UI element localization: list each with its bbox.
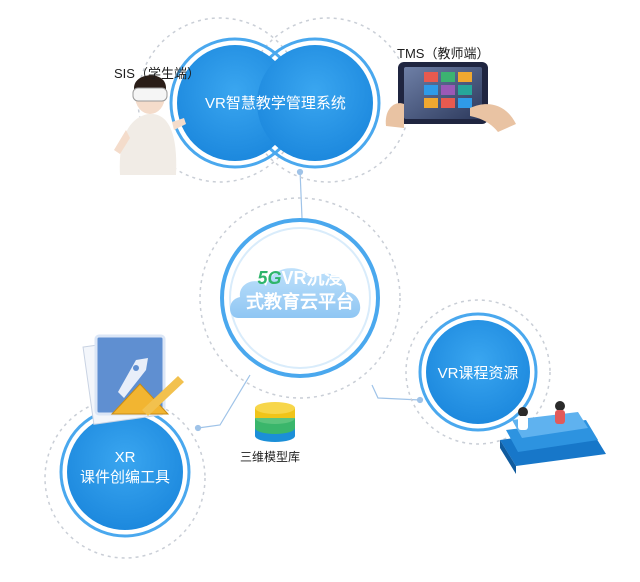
tms-label: TMS（教师端）: [397, 46, 490, 61]
tablet-app-tiles: [424, 72, 472, 108]
cloud-icon: [230, 268, 361, 318]
top-system-label: VR智慧教学管理系统: [205, 95, 346, 112]
connector-left-dot: [194, 424, 202, 432]
person-icon: [555, 401, 565, 411]
model-library-label: 三维模型库: [240, 450, 301, 464]
connector-top: [299, 169, 303, 219]
xr-design-tool-illustration: [82, 334, 184, 425]
vr-resources-label: VR课程资源: [437, 365, 519, 382]
teacher-tablet-illustration: [385, 62, 516, 132]
xr-tool-label: XR 课件创编工具: [65, 448, 185, 488]
5g-badge: 5G: [257, 268, 282, 288]
person-icon: [518, 407, 528, 417]
connector-lines: [194, 168, 424, 432]
connector-right-dot: [416, 396, 424, 404]
right-hand-icon: [470, 104, 516, 132]
vr-resources-node[interactable]: [405, 299, 551, 445]
sis-label: SIS（学生端）: [114, 66, 200, 81]
connector-top-dot: [296, 168, 304, 176]
xr-tool-line2: 课件创编工具: [79, 469, 170, 486]
center-line2: 式教育云平台: [246, 292, 354, 312]
center-line1: VR沉浸: [281, 268, 343, 288]
left-hand-icon: [385, 103, 404, 128]
pencil-icon: [142, 376, 184, 416]
connector-right: [371, 384, 421, 401]
course-books-illustration: [500, 401, 606, 474]
vr-headset-icon: [132, 87, 168, 102]
student-vr-headset-illustration: [114, 75, 186, 175]
model-stack-icon: [255, 402, 295, 442]
center-platform-title: 5GVR沉浸 式教育云平台: [232, 266, 368, 314]
connector-left: [197, 374, 251, 429]
rocket-icon: [118, 358, 148, 398]
xr-tool-line1: XR: [114, 449, 136, 466]
top-system-node[interactable]: [137, 17, 411, 183]
center-platform-node[interactable]: [199, 197, 401, 399]
